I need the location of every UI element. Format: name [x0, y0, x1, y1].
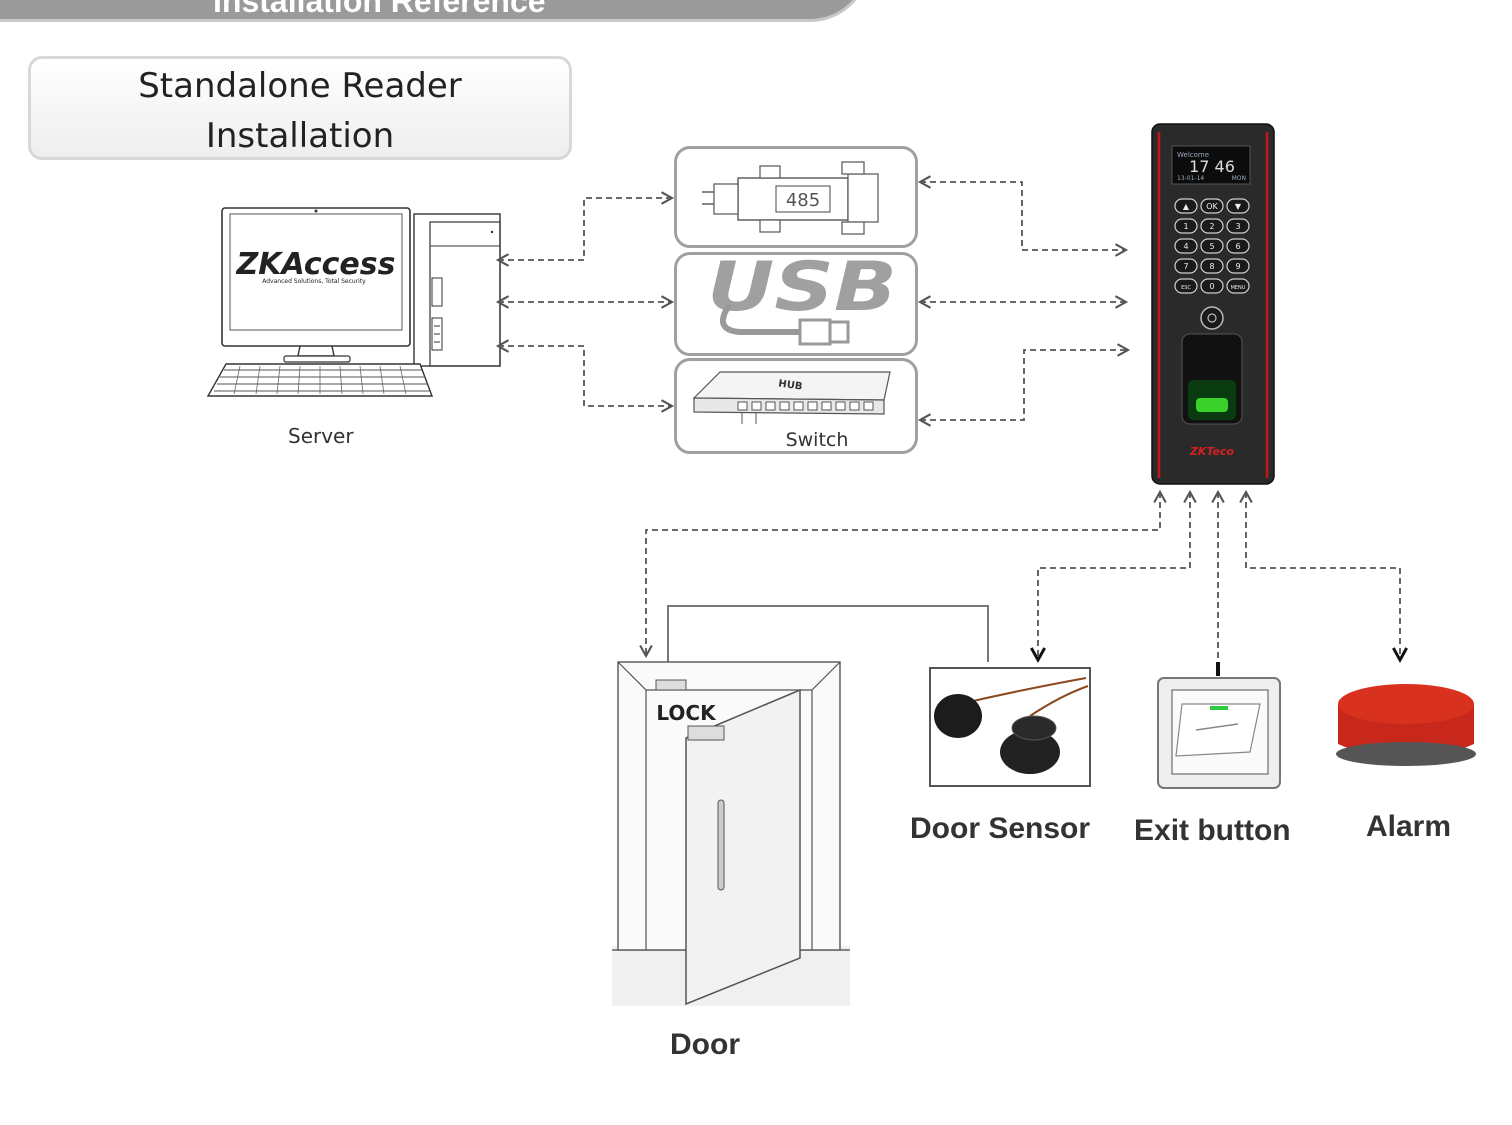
device-key-label: 1 [1183, 222, 1188, 231]
device-screen-date: 13-01-14 [1177, 175, 1204, 182]
device-connectors [917, 175, 1131, 427]
device-key [1200, 218, 1224, 234]
device-screen-time: 17 46 [1189, 157, 1235, 176]
device-key-label: 8 [1209, 262, 1214, 271]
device-key-label: 9 [1235, 262, 1240, 271]
title-line-2: Installation [205, 116, 395, 156]
rs485-converter-icon [702, 161, 879, 235]
device-key-label: 4 [1183, 242, 1188, 251]
device-key [1200, 278, 1224, 294]
door-icon [612, 661, 850, 1006]
device-key [1200, 238, 1224, 254]
exit-button-icon [1157, 677, 1281, 789]
device-key-label: 6 [1235, 242, 1240, 251]
device-key [1174, 258, 1198, 274]
device-key [1174, 278, 1198, 294]
usb-label: USB [707, 248, 897, 327]
device-key [1200, 258, 1224, 274]
device-key [1226, 258, 1250, 274]
hub-switch-icon [692, 371, 891, 424]
device-key-label: 0 [1209, 282, 1214, 291]
device-key [1174, 238, 1198, 254]
device-brand-label: ZKTeco [1189, 445, 1235, 458]
alarm-label: Alarm [1366, 810, 1452, 843]
hub-label: HUB [778, 378, 803, 392]
rs485-label: 485 [786, 190, 820, 211]
device-key-label: MENU [1231, 285, 1246, 291]
exit-button-label: Exit button [1134, 814, 1291, 847]
device-key [1174, 198, 1198, 214]
device-key [1226, 238, 1250, 254]
lock-label: LOCK [656, 701, 717, 725]
device-key-label: OK [1206, 202, 1218, 211]
device-screen-day: MON [1232, 175, 1246, 182]
server-computer-icon [206, 207, 501, 397]
device-key-label: 2 [1209, 222, 1214, 231]
lock-sensor-wire [667, 605, 989, 680]
server-logo-main: ZKAccess [236, 247, 396, 282]
device-key [1226, 218, 1250, 234]
device-key-label: 7 [1183, 262, 1188, 271]
device-key [1200, 198, 1224, 214]
switch-label: Switch [786, 429, 849, 451]
header-title: Installation Reference [213, 0, 546, 19]
device-key-label: ESC [1181, 285, 1191, 291]
server-connectors [495, 191, 675, 413]
door-label: Door [670, 1028, 740, 1061]
usb-cable-icon [719, 302, 850, 346]
server-label: Server [288, 424, 354, 448]
device-key-label: 3 [1235, 222, 1240, 231]
device-key-label: ▼ [1235, 202, 1242, 211]
title-line-1: Standalone Reader [138, 66, 462, 106]
device-key [1226, 198, 1250, 214]
device-key [1174, 218, 1198, 234]
alarm-icon [1336, 684, 1476, 766]
peripheral-connectors [639, 489, 1400, 664]
device-screen-welcome: Welcome [1177, 151, 1209, 159]
door-sensor-label: Door Sensor [910, 812, 1091, 845]
access-control-device-icon [1151, 123, 1275, 485]
header-tab: Installation Reference [0, 0, 870, 22]
server-logo-sub: Advanced Solutions, Total Security [262, 278, 366, 285]
device-key-label: 5 [1209, 242, 1214, 251]
usb-box [674, 252, 918, 356]
device-key-label: ▲ [1183, 202, 1190, 211]
title-box: Standalone Reader Installation [28, 56, 572, 160]
device-key [1226, 278, 1250, 294]
door-sensor-icon [929, 667, 1091, 787]
